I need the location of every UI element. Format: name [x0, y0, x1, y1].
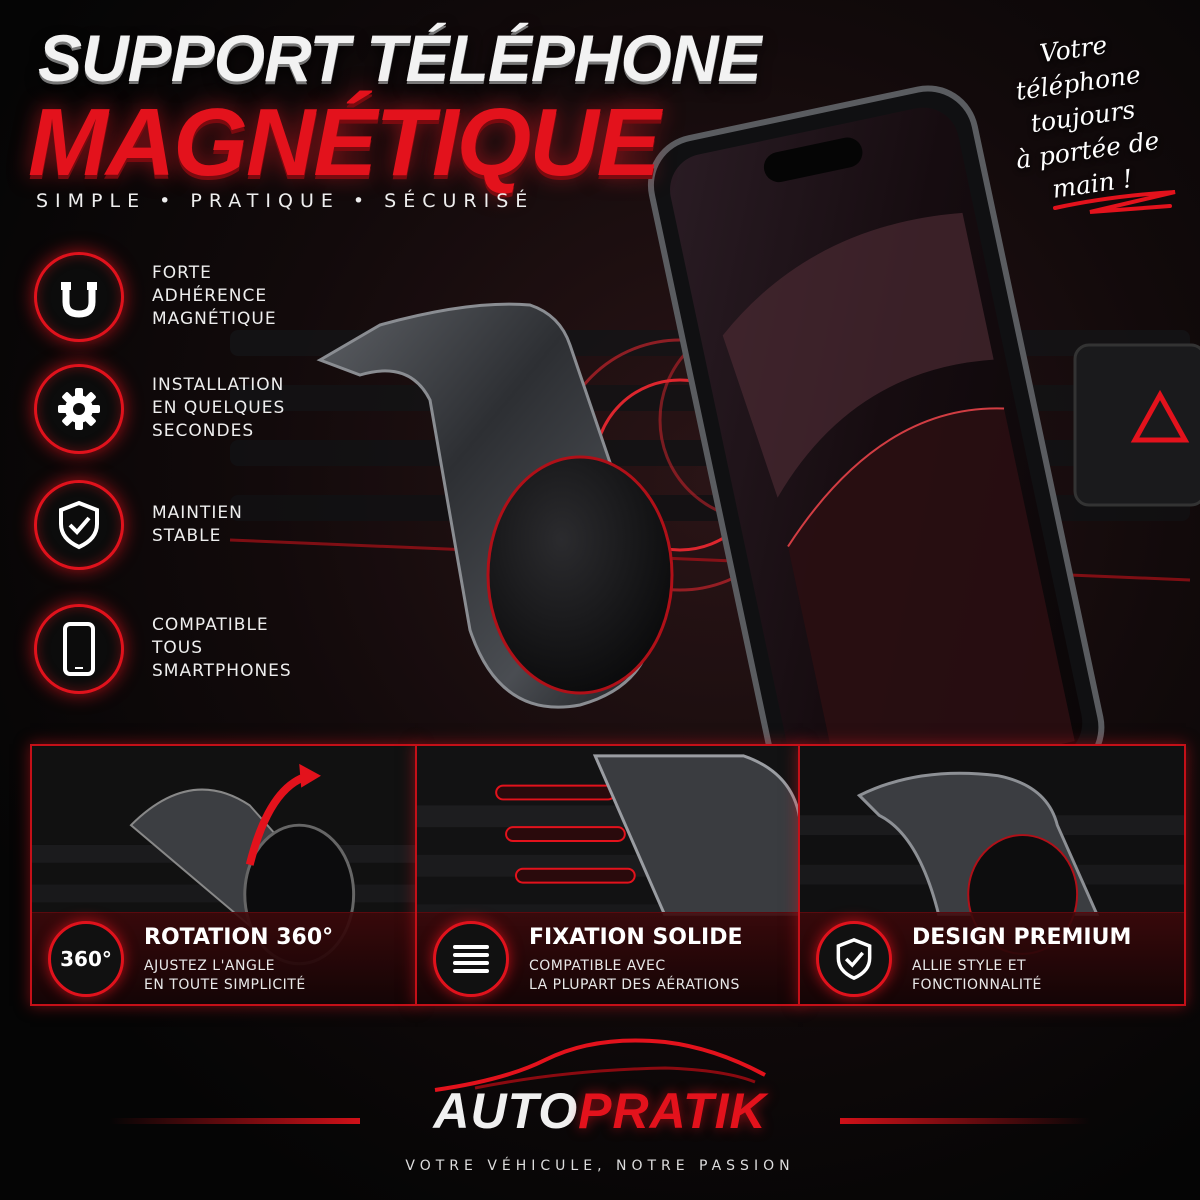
- card-title: ROTATION 360°: [144, 925, 334, 950]
- gear-icon: [34, 364, 124, 454]
- feature-label: EN QUELQUES: [152, 398, 286, 418]
- feature-installation: INSTALLATION EN QUELQUES SECONDES: [34, 364, 404, 454]
- feature-label: ADHÉRENCE: [152, 286, 268, 306]
- brand-logo: AUTOPRATIK: [0, 1082, 1200, 1140]
- brand-divider-left: [110, 1118, 360, 1124]
- card-band: FIXATION SOLIDE COMPATIBLE AVEC LA PLUPA…: [417, 912, 801, 1004]
- feature-label: SECONDES: [152, 421, 255, 441]
- card-subtitle-line: LA PLUPART DES AÉRATIONS: [529, 977, 740, 993]
- brand-name-part1: AUTO: [433, 1083, 579, 1139]
- title-line-1: SUPPORT TÉLÉPHONE: [38, 21, 762, 95]
- card-subtitle-line: AJUSTEZ L'ANGLE: [144, 958, 275, 974]
- feature-stability: MAINTIEN STABLE: [34, 480, 404, 570]
- smartphone-icon: [34, 604, 124, 694]
- feature-label: MAGNÉTIQUE: [152, 309, 277, 329]
- card-design: DESIGN PREMIUM ALLIE STYLE ET FONCTIONNA…: [798, 744, 1186, 1006]
- feature-label: TOUS: [152, 638, 203, 658]
- card-title: DESIGN PREMIUM: [912, 925, 1132, 950]
- feature-compatible: COMPATIBLE TOUS SMARTPHONES: [34, 604, 404, 694]
- car-logo-icon: [434, 1038, 766, 1092]
- card-subtitle-line: EN TOUTE SIMPLICITÉ: [144, 977, 306, 993]
- brand-footer: AUTOPRATIK VOTRE VÉHICULE, NOTRE PASSION: [0, 1030, 1200, 1190]
- card-title: FIXATION SOLIDE: [529, 925, 743, 950]
- script-note: Votre téléphone toujours à portée de mai…: [967, 18, 1199, 216]
- card-subtitle-line: COMPATIBLE AVEC: [529, 958, 666, 974]
- feature-magnetic: FORTE ADHÉRENCE MAGNÉTIQUE: [34, 252, 404, 342]
- script-underline: [1053, 190, 1176, 214]
- card-band: 360° ROTATION 360° AJUSTEZ L'ANGLE EN TO…: [32, 912, 416, 1004]
- feature-label: MAINTIEN: [152, 503, 243, 523]
- magnet-icon: [34, 252, 124, 342]
- card-subtitle-line: FONCTIONNALITÉ: [912, 977, 1042, 993]
- card-band: DESIGN PREMIUM ALLIE STYLE ET FONCTIONNA…: [800, 912, 1184, 1004]
- feature-label: COMPATIBLE: [152, 615, 269, 635]
- brand-divider-right: [840, 1118, 1090, 1124]
- title-line-2: MAGNÉTIQUE: [28, 89, 661, 196]
- vent-lines-icon: [433, 921, 509, 997]
- feature-label: INSTALLATION: [152, 375, 285, 395]
- feature-label: STABLE: [152, 526, 222, 546]
- card-subtitle-line: ALLIE STYLE ET: [912, 958, 1027, 974]
- brand-name-part2: PRATIK: [578, 1083, 767, 1139]
- card-fixation: FIXATION SOLIDE COMPATIBLE AVEC LA PLUPA…: [415, 744, 803, 1006]
- shield-check-icon: [816, 921, 892, 997]
- card-rotation: 360° ROTATION 360° AJUSTEZ L'ANGLE EN TO…: [30, 744, 418, 1006]
- feature-label: FORTE: [152, 263, 212, 283]
- feature-label: SMARTPHONES: [152, 661, 292, 681]
- shield-check-icon: [34, 480, 124, 570]
- brand-tagline: VOTRE VÉHICULE, NOTRE PASSION: [405, 1158, 795, 1174]
- rotation-360-icon: 360°: [48, 921, 124, 997]
- header-tagline: SIMPLE • PRATIQUE • SÉCURISÉ: [36, 190, 535, 212]
- rotation-360-icon-label: 360°: [60, 947, 112, 971]
